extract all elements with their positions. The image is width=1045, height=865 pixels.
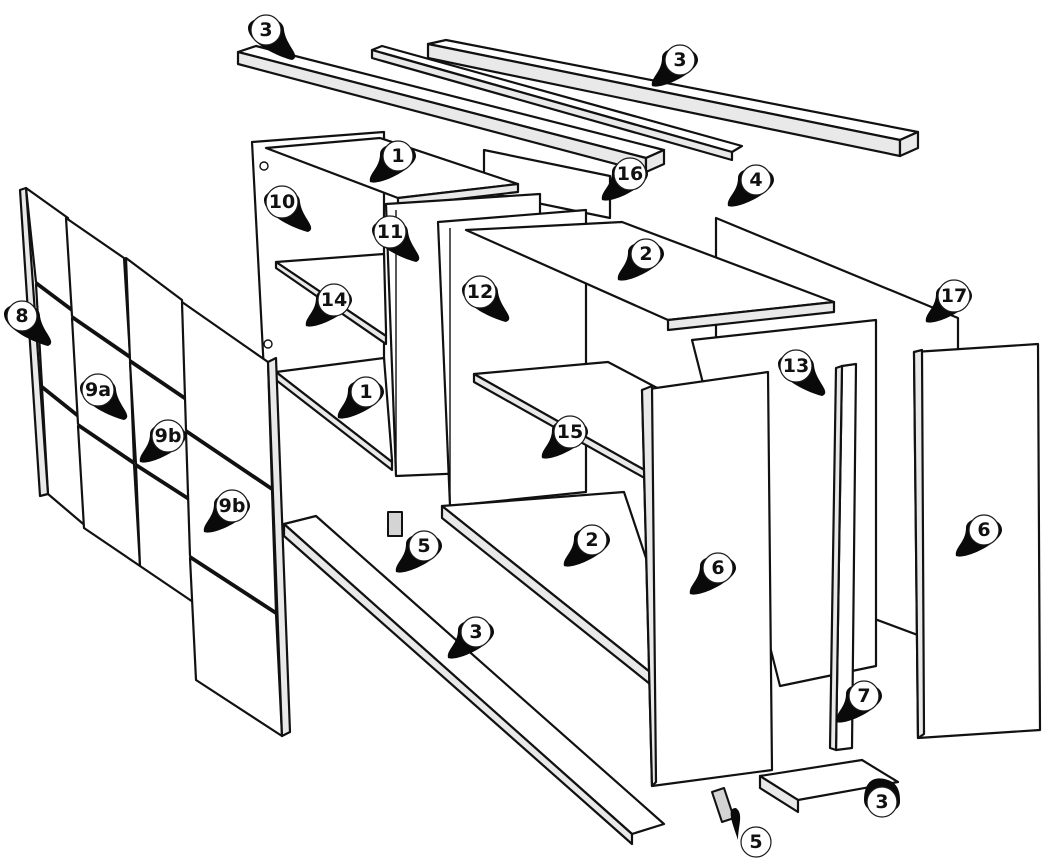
base-strip-3 <box>758 758 900 814</box>
callout-label: 16 <box>617 163 643 185</box>
callout-side-panel-12: 12 <box>462 275 510 322</box>
foot-5-upper <box>387 511 403 537</box>
callout-label: 3 <box>259 19 272 41</box>
callout-label: 13 <box>783 355 809 377</box>
callout-post-7: 7 <box>835 680 882 723</box>
callout-back-panel: 17 <box>925 279 972 323</box>
callout-label: 5 <box>417 535 430 557</box>
callout-label: 9a <box>85 379 111 401</box>
callout-label: 3 <box>469 621 482 643</box>
callout-foot-upper: 5 <box>395 530 442 573</box>
callout-drawer-9a: 9a <box>80 373 128 420</box>
callout-shelf-14: 14 <box>305 283 352 327</box>
top-rail-4 <box>370 44 744 162</box>
front-panel-8 <box>18 186 90 530</box>
callout-bottom-board: 3 <box>447 616 494 659</box>
callout-label: 5 <box>749 831 762 853</box>
callout-shelf-15: 15 <box>541 415 588 459</box>
callout-label: 1 <box>391 145 404 167</box>
bottom-board-3 <box>282 514 666 846</box>
callout-side-panel-10: 10 <box>264 185 312 232</box>
callout-label: 1 <box>359 381 372 403</box>
callout-label: 3 <box>673 49 686 71</box>
callout-side-panel-13: 13 <box>778 349 826 396</box>
callout-base-strip: 3 <box>864 778 900 818</box>
callout-label: 10 <box>269 191 295 213</box>
callout-label: 6 <box>977 519 990 541</box>
callout-label: 2 <box>639 243 652 265</box>
post-7 <box>828 362 858 752</box>
callout-divider: 16 <box>601 157 648 201</box>
callout-drawer-9b-right: 9b <box>203 489 250 533</box>
callout-label: 15 <box>557 421 583 443</box>
callout-label: 4 <box>749 169 762 191</box>
top-board-right-3 <box>426 38 920 158</box>
callout-label: 7 <box>857 685 870 707</box>
callout-label: 8 <box>15 305 28 327</box>
callout-shelf-top-right: 2 <box>617 238 664 281</box>
callout-label: 9b <box>155 425 182 447</box>
callout-label: 2 <box>585 529 598 551</box>
callout-label: 6 <box>711 557 724 579</box>
shelf-bottom-1 <box>274 356 394 472</box>
callout-label: 14 <box>321 289 347 311</box>
drawer-front-9b-right <box>180 300 292 738</box>
callout-foot-lower: 5 <box>730 808 772 858</box>
callout-layer: 3 3 1 16 4 10 11 <box>4 14 1002 858</box>
callout-label: 12 <box>467 281 493 303</box>
callout-shelf-top-left: 1 <box>369 140 416 183</box>
callout-top-board-left: 3 <box>248 14 296 60</box>
callout-label: 17 <box>941 285 967 307</box>
callout-drawer-9b-left: 9b <box>139 419 186 463</box>
callout-shelf-bottom-left: 1 <box>337 376 384 419</box>
callout-front-panel-8: 8 <box>4 300 52 346</box>
callout-top-board-right: 3 <box>651 44 698 87</box>
callout-side-panel-6-front: 6 <box>689 552 736 595</box>
callout-label: 11 <box>377 221 403 243</box>
callout-shelf-bottom-right: 2 <box>563 524 610 567</box>
shelf-top-2 <box>464 220 836 332</box>
callout-label: 9b <box>219 495 246 517</box>
callout-label: 3 <box>875 791 888 813</box>
callout-side-panel-11: 11 <box>372 215 420 262</box>
callout-side-panel-6-right: 6 <box>955 514 1002 557</box>
foot-5-lower <box>711 787 735 823</box>
callout-rail: 4 <box>727 164 774 207</box>
